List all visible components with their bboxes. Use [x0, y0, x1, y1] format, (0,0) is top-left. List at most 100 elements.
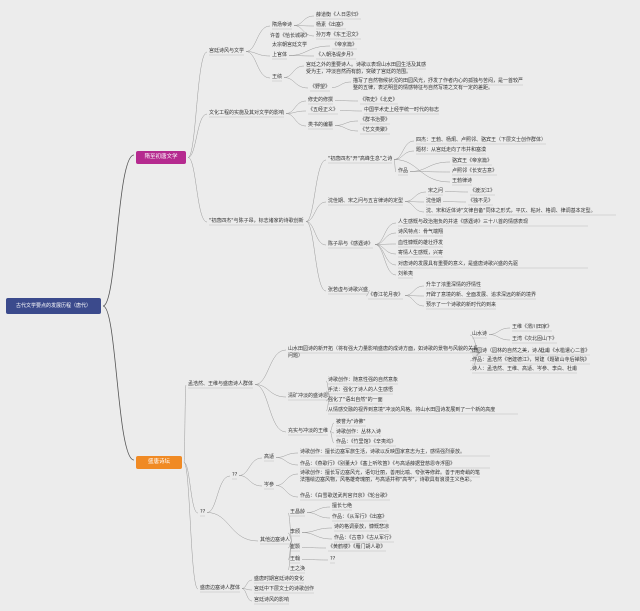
node-n92[interactable]: ??: [200, 509, 206, 515]
node-n40[interactable]: 寄情人生感慨，兴寄: [398, 250, 444, 256]
node-n85[interactable]: 王之涣: [290, 566, 306, 572]
node-n18[interactable]: 《五经正义》: [308, 107, 339, 113]
node-n23[interactable]: "初唐四杰"开"高峰生息"之诗: [328, 156, 393, 162]
node-n24[interactable]: 四杰：王勃、杨炯、卢照邻、骆宾王（下层文士创作群体）: [416, 137, 547, 143]
node-n64[interactable]: 从情感交融的视界到意境"冲淡的风格。将山水田园诗发展到了一个新的高度: [328, 407, 496, 413]
node-n69[interactable]: 作品：《竹里馆》《辛夷坞》: [336, 439, 397, 445]
node-n43[interactable]: "初唐四杰"与陈子昂，标志诸家的诗歌创新: [209, 218, 304, 224]
connector-n60-n61: [325, 380, 331, 397]
node-n75[interactable]: 作品：《白雪歌送武判官归京》《轮台歌》: [300, 493, 391, 499]
node-n15[interactable]: 文化工程的实施及其对文学的影响: [209, 110, 285, 116]
node-n55[interactable]: 田园诗（园林的自然之美，诗人）: [472, 348, 548, 354]
node-n90[interactable]: 宫廷诗风的影响: [254, 597, 290, 603]
node-n67[interactable]: 被誉为"诗佛": [336, 419, 366, 425]
node-n31[interactable]: 《渡汉江》: [470, 188, 496, 194]
node-n06[interactable]: 宫廷诗风与文学: [209, 48, 245, 54]
node-n14[interactable]: 描写了自然物候状况的田园风光，抒发了作者内心的孤独与苦闷，是一首较严整的五律，表…: [353, 78, 524, 91]
node-n29[interactable]: 王勃律诗: [452, 178, 473, 184]
node-n56[interactable]: 杜甫《水槛遣心二首》: [540, 348, 591, 354]
node-n51[interactable]: 孟浩然、王维与盛唐诗人群体: [188, 381, 254, 387]
node-n08[interactable]: 《帝京篇》: [332, 42, 358, 48]
branch-high-tang[interactable]: 盛唐诗坛: [136, 456, 182, 469]
node-n48[interactable]: 预示了一个诗歌的新时代的到来: [426, 302, 497, 308]
node-n80[interactable]: 诗的格调豪放，慷慨悲凉: [334, 524, 390, 530]
node-n47[interactable]: 开辟了意境的新、全面发展、追求深远的新的境界: [426, 292, 537, 298]
node-n54[interactable]: 王湾《次北固山下》: [512, 336, 558, 342]
node-n35[interactable]: 沈、宋和近体诗"文律自备"同体之形式，平仄、粘对、格调、律调基本定型。: [426, 208, 596, 214]
node-n78[interactable]: 作品：《从军行》《出塞》: [332, 514, 388, 520]
node-n25[interactable]: 题材：从宫廷走向了市井和塞漠: [416, 147, 487, 153]
node-n28[interactable]: 卢照邻《长安古意》: [452, 168, 498, 174]
node-n66[interactable]: 充实与冲淡的王维: [288, 428, 329, 434]
node-n63[interactable]: 强化了"语出自然"的一面: [328, 397, 383, 403]
node-n62[interactable]: 手法：强化了诗人的人生感悟: [328, 387, 394, 393]
node-n57[interactable]: 作品：孟浩然《宿建德江》，常建《题破山寺后禅院》: [472, 357, 590, 363]
node-n73[interactable]: 岑参: [264, 482, 275, 488]
node-n76[interactable]: 王昌龄: [290, 509, 306, 515]
connector-n86-n79: [287, 532, 293, 541]
node-n86[interactable]: 其他边塞诗人: [260, 537, 291, 543]
node-n42[interactable]: 刘希夷: [398, 271, 414, 277]
node-n46[interactable]: 升华了浓重深情的抒情性: [426, 282, 482, 288]
connector-b1-n06: [187, 51, 208, 158]
node-n44[interactable]: 张若虚与诗歌兴盛: [328, 287, 369, 293]
node-n11[interactable]: 王绩: [272, 74, 283, 80]
node-n30[interactable]: 宋之问: [428, 188, 444, 194]
node-n07[interactable]: 太宗朝宫廷文学: [272, 42, 308, 48]
node-n13[interactable]: 《野望》: [310, 84, 331, 90]
node-n10[interactable]: 《入朝洛堤步月》: [316, 52, 357, 58]
node-n82[interactable]: 崔颢: [290, 544, 301, 550]
node-n58[interactable]: 诗人：孟浩然、王维、高适、岑参、李白、杜甫: [472, 366, 578, 372]
branch-sui-early-tang[interactable]: 隋至初唐文学: [136, 151, 186, 164]
node-n70[interactable]: 高适: [264, 454, 275, 460]
node-n01[interactable]: 薛道衡《人日思归》: [316, 12, 362, 18]
node-n09[interactable]: 上官体: [272, 52, 288, 58]
root-topic[interactable]: 古代文学要点的发展历程（唐代）: [6, 298, 101, 314]
node-n05[interactable]: 许善《恰长城歌》: [270, 33, 311, 39]
node-n61[interactable]: 诗歌创作：随意性强的自然意象: [328, 377, 399, 383]
node-n50[interactable]: 山水田园诗的新开拓（将有强大力量影响盛唐的成诗方面，如诗歌的景物与风貌的关系问题…: [288, 346, 479, 359]
node-n83[interactable]: 《黄鹤楼》《雁门胡人歌》: [328, 544, 386, 550]
node-n39[interactable]: 血性慷慨的雄壮抒发: [398, 240, 444, 246]
node-n91[interactable]: ??: [232, 472, 238, 478]
node-n68[interactable]: 诗歌创作：丛林入诗: [336, 429, 382, 435]
node-n17[interactable]: 《隋史》《北史》: [360, 97, 398, 103]
node-n34[interactable]: 沈佺期、宋之问与五言律诗的定型: [328, 198, 404, 204]
node-n22[interactable]: 《艺文类聚》: [360, 127, 391, 133]
node-n89[interactable]: 宫廷中下层文士的诗歌创作: [254, 586, 315, 592]
node-n41[interactable]: 对唐诗的发展具有重要的意义，是盛唐诗歌兴盛的先驱: [398, 261, 519, 267]
node-n53[interactable]: 王维《渭川田家》: [512, 324, 553, 330]
node-n72[interactable]: 作品：《燕歌行》《别董大》《塞上听吹笛》《与高适薛据登慈恩寺浮图》: [300, 461, 456, 467]
node-n71[interactable]: 诗歌创作：擅长边塞军旅生活，诗歌以反映国家意志为主，感情强烈豪放。: [300, 449, 466, 455]
connector-n82-n83: [301, 547, 327, 549]
node-n74[interactable]: 诗歌创作：擅长写边塞风光，语句壮丽，善用比喻、夸张等修辞。善于用奇峭的笔法描绘边…: [300, 470, 481, 483]
node-n87[interactable]: 盛唐边塞诗人群体: [200, 585, 241, 591]
node-n52[interactable]: 山水诗: [472, 331, 488, 337]
connector-n60-n64: [325, 396, 331, 412]
node-n36[interactable]: 陈子昂与《感遇诗》: [328, 241, 374, 247]
connector-n06-n11: [245, 51, 271, 79]
node-n21[interactable]: 《群书治要》: [360, 117, 391, 123]
connector-n36-n42: [374, 244, 397, 276]
node-n60[interactable]: 清矿冲淡的盛诗恩: [288, 393, 329, 399]
node-n04[interactable]: 孙万寿《东王沼文》: [316, 32, 362, 38]
node-n03[interactable]: 杨素《出塞》: [316, 22, 347, 28]
node-n37[interactable]: 人生感慨与政治抱负的并进《感遇诗》三十八首的情感表现: [398, 219, 529, 225]
node-n79[interactable]: 李颀: [290, 529, 301, 535]
node-n26[interactable]: 作品: [398, 168, 409, 174]
node-n93[interactable]: ??: [330, 556, 336, 562]
node-n32[interactable]: 沈佺期: [426, 198, 442, 204]
node-n02[interactable]: 隋炀帝诗: [272, 22, 293, 28]
node-n16[interactable]: 修史的修撰: [308, 97, 334, 103]
node-n27[interactable]: 骆宾王《帝京篇》: [452, 158, 493, 164]
node-n20[interactable]: 类书的编纂: [308, 122, 334, 128]
node-n38[interactable]: 诗风特点：骨气端翔: [398, 229, 444, 235]
node-n88[interactable]: 盛唐时期宫廷诗的变化: [254, 576, 305, 582]
node-n84[interactable]: 王翰: [290, 556, 301, 562]
node-n12[interactable]: 宫廷之外的重要诗人。诗歌以表现山水田园生活及其感受为主，冲淡自然而有韵，突破了宫…: [306, 62, 427, 75]
node-n45[interactable]: 《春江花月夜》: [368, 292, 404, 298]
node-n81[interactable]: 作品：《古意》《古从军行》: [334, 535, 395, 541]
node-n33[interactable]: 《独不见》: [468, 198, 494, 204]
node-n77[interactable]: 擅长七绝: [332, 503, 353, 509]
node-n19[interactable]: 中国学术史上经学统一时代的标志: [364, 107, 440, 113]
